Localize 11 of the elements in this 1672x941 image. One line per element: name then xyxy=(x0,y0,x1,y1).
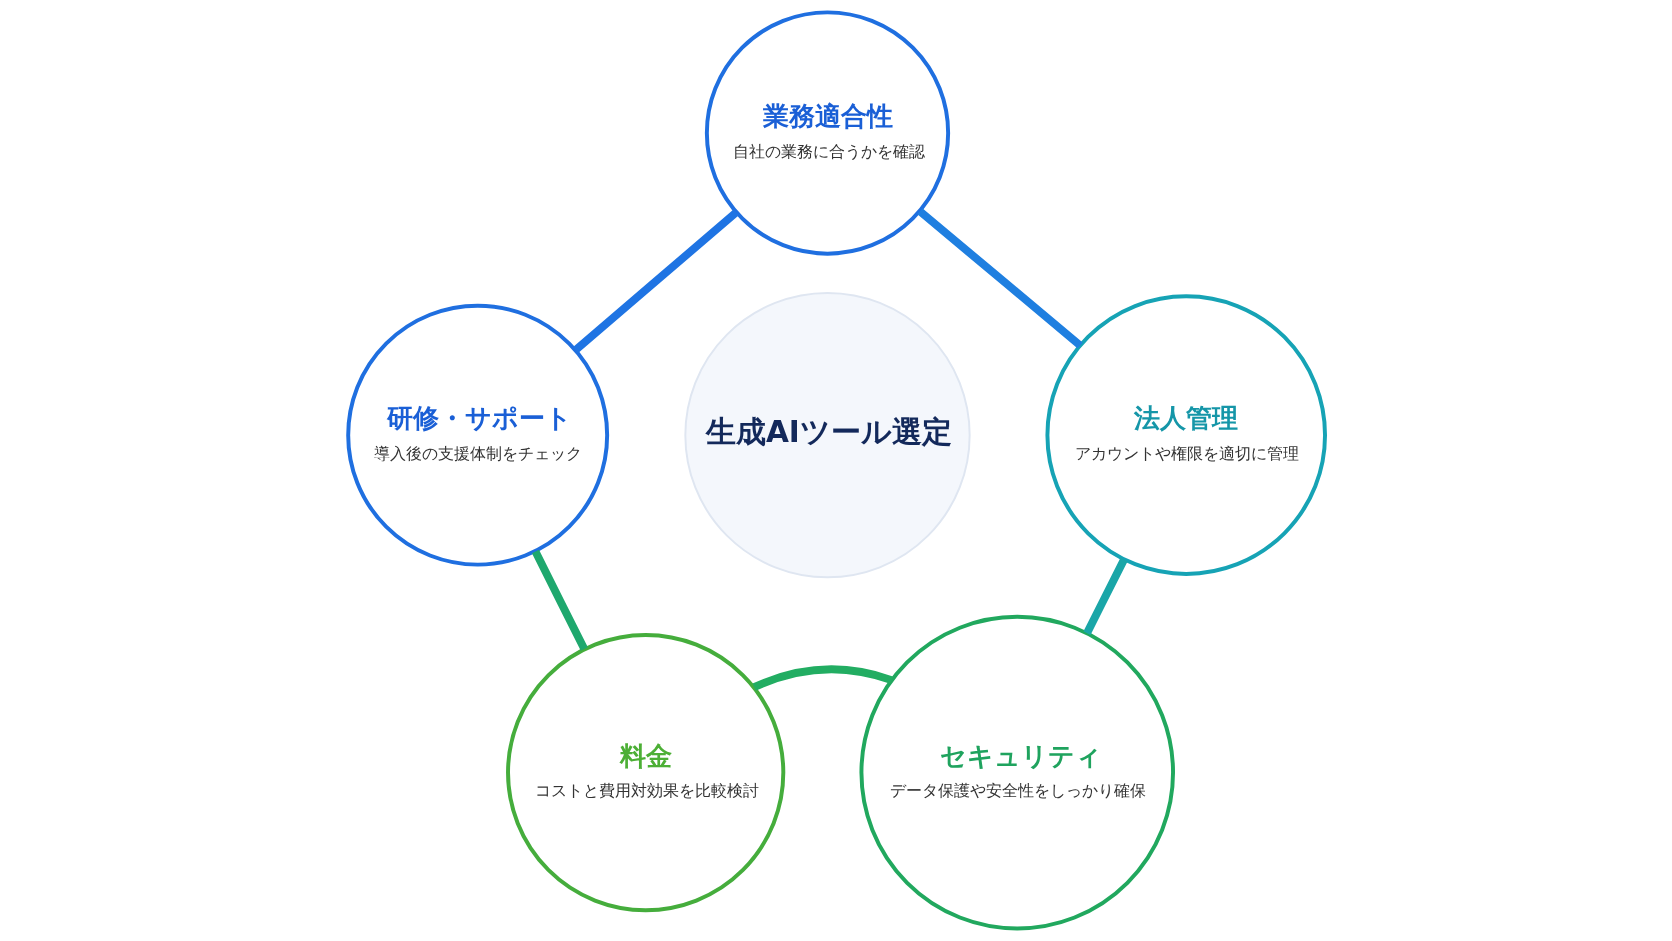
connector xyxy=(916,208,1083,349)
node-circle: 法人管理 アカウントや権限を適切に管理 xyxy=(1044,294,1327,576)
node-circle: 料金 コストと費用対効果を比較検討 xyxy=(505,633,785,913)
node-circle: 研修・サポート 導入後の支援体制をチェック xyxy=(345,303,609,567)
connector xyxy=(1082,557,1128,635)
node-circle: 業務適合性 自社の業務に合うかを確認 xyxy=(704,10,950,256)
node-circle: 生成AIツール選定 xyxy=(683,291,971,579)
connector xyxy=(531,549,588,651)
node-circle: セキュリティ データ保護や安全性をしっかり確保 xyxy=(858,614,1175,931)
connector xyxy=(572,209,739,354)
connector xyxy=(752,665,893,691)
